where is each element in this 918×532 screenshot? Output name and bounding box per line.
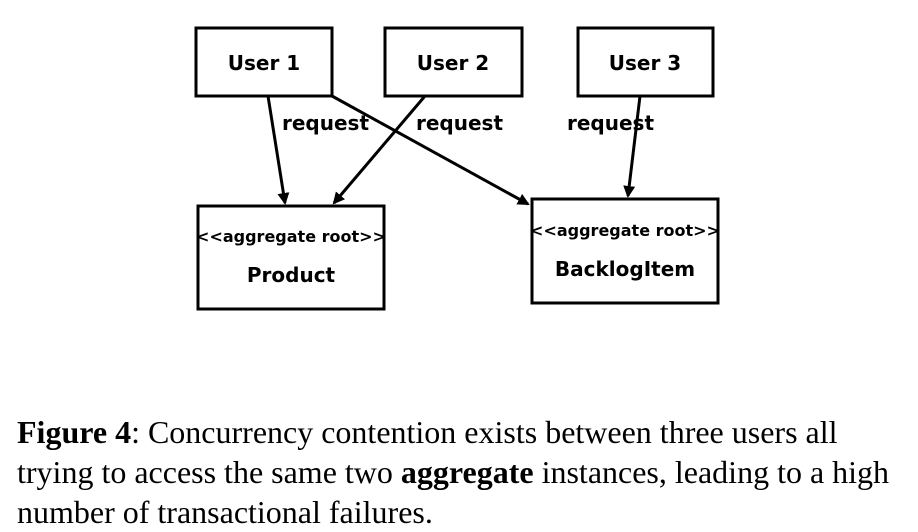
user-2-label: User 2 — [417, 51, 489, 75]
user-2-node: User 2 — [383, 26, 524, 98]
product-aggregate-node: <<aggregate root>> Product — [196, 204, 386, 311]
user-1-label: User 1 — [228, 51, 300, 75]
arrow-user2-to-product — [332, 95, 427, 205]
product-stereotype: <<aggregate root>> — [196, 227, 386, 246]
figure-number: Figure 4 — [17, 414, 132, 450]
backlogitem-stereotype: <<aggregate root>> — [530, 221, 720, 240]
arrow-user1-to-backlogitem — [331, 94, 530, 206]
backlogitem-label: BacklogItem — [555, 257, 695, 281]
caption-text-before: : Concurrency contention exists between … — [17, 414, 838, 490]
edge-label-user3: request — [567, 111, 654, 135]
arrow-user1-to-product — [266, 95, 290, 205]
user-1-node: User 1 — [194, 26, 334, 98]
concurrency-diagram: User 1 User 2 User 3 <<aggregate root>> … — [194, 26, 720, 311]
user-3-label: User 3 — [609, 51, 681, 75]
edge-label-user1: request — [282, 111, 369, 135]
arrow-user3-to-backlogitem — [623, 95, 642, 198]
figure-caption: Figure 4: Concurrency contention exists … — [17, 412, 907, 532]
user-3-node: User 3 — [576, 26, 715, 98]
caption-emphasis: aggregate — [400, 454, 534, 490]
backlogitem-aggregate-node: <<aggregate root>> BacklogItem — [530, 197, 720, 305]
edge-label-user2: request — [416, 111, 503, 135]
product-label: Product — [247, 263, 336, 287]
